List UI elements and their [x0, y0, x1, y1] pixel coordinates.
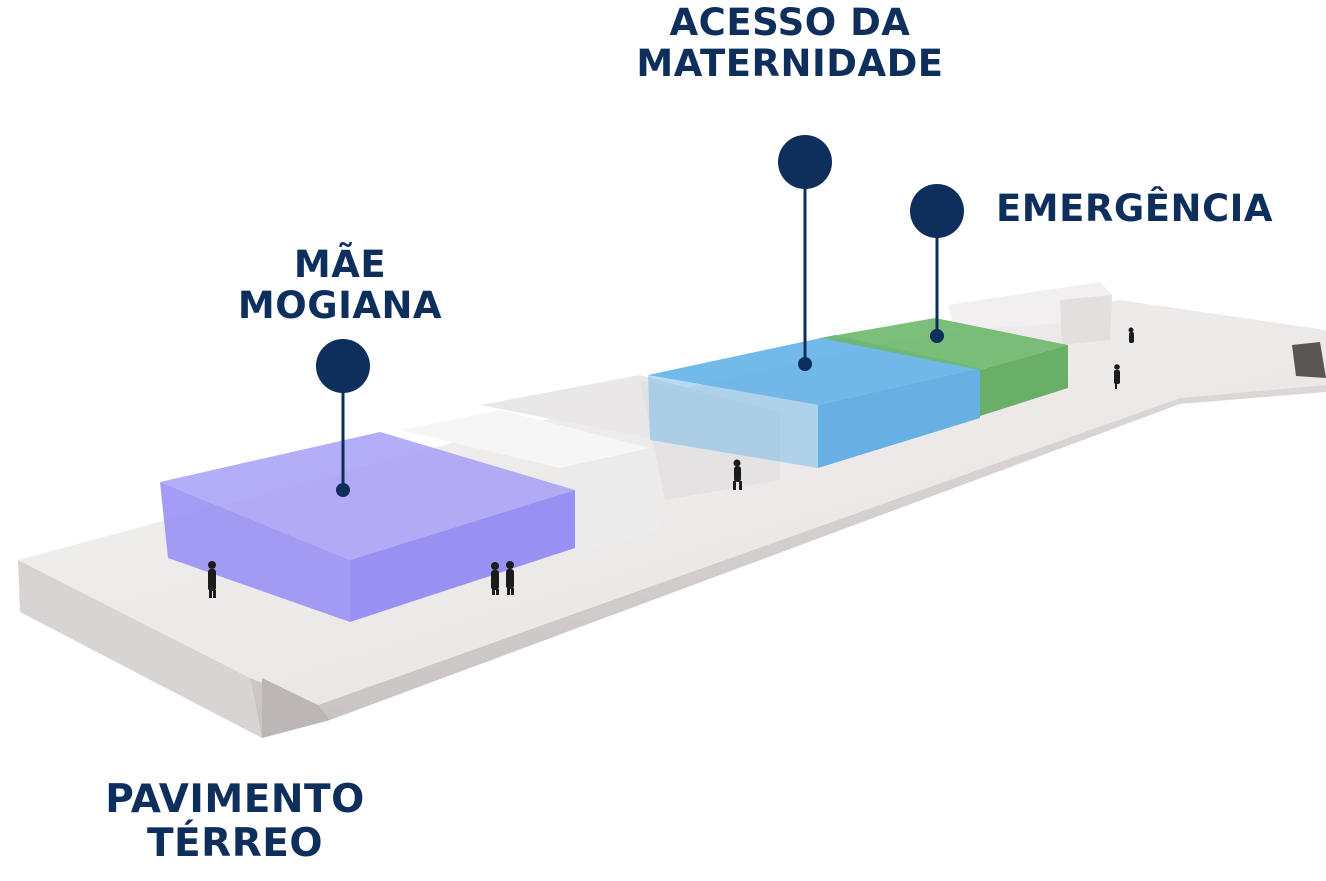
person-figure — [491, 562, 499, 595]
slab-front-face — [250, 385, 1326, 738]
zone-mae-mogiana-top — [160, 432, 575, 560]
slab-left-face — [18, 560, 262, 738]
marker-acesso-maternidade — [778, 135, 832, 371]
zone-mae-mogiana-side — [350, 490, 575, 622]
marker-pin-head — [910, 184, 964, 238]
block-top-middle — [400, 410, 650, 468]
zone-emergencia-top — [820, 318, 1068, 370]
zone-emergencia — [820, 318, 1068, 416]
label-acesso-da-maternidade: ACESSO DA MATERNIDADE — [560, 2, 1020, 85]
marker-pin-head — [316, 339, 370, 393]
zone-acesso-side — [818, 368, 980, 468]
person-figure — [208, 561, 216, 598]
people-figures — [208, 327, 1134, 598]
label-pavimento-terreo: PAVIMENTO TÉRREO — [70, 778, 400, 865]
block-right-raised-side — [1060, 295, 1112, 345]
marker-pin-dot — [798, 357, 812, 371]
block-middle-front — [560, 448, 660, 555]
zone-mae-mogiana-front — [160, 482, 350, 622]
marker-mae-mogiana — [316, 339, 370, 497]
label-line: MOGIANA — [237, 284, 443, 328]
label-line: TÉRREO — [146, 820, 324, 866]
label-line: MATERNIDADE — [636, 42, 944, 86]
label-line: EMERGÊNCIA — [996, 187, 1274, 230]
marker-pin-dot — [336, 483, 350, 497]
zone-mae-mogiana — [160, 432, 575, 622]
slab-ramp — [262, 678, 330, 738]
person-figure — [506, 561, 514, 595]
person-figure — [1114, 364, 1120, 389]
marker-pin-dot — [930, 329, 944, 343]
label-mae-mogiana: MÃE MOGIANA — [190, 244, 490, 327]
marker-emergencia — [910, 184, 964, 343]
person-figure — [1128, 327, 1134, 343]
label-line: PAVIMENTO — [105, 777, 365, 822]
person-figure — [733, 459, 742, 490]
zone-emergencia-side — [980, 345, 1068, 416]
slab-end-ramp — [1292, 342, 1326, 378]
marker-pin-head — [778, 135, 832, 189]
zone-acesso-front — [648, 375, 818, 468]
label-emergencia: EMERGÊNCIA — [996, 187, 1326, 230]
label-line: MÃE — [293, 243, 387, 286]
label-line: ACESSO DA — [669, 1, 911, 44]
